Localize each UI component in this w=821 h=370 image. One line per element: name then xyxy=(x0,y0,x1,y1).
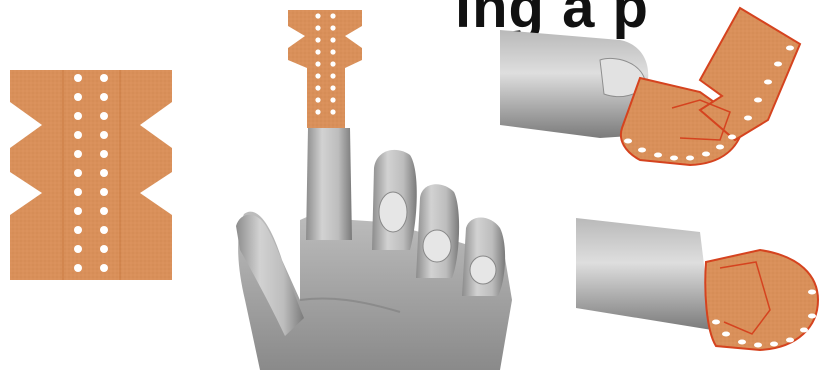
wrapped-bandage xyxy=(705,250,818,350)
finger-horizontal-2 xyxy=(576,218,712,330)
